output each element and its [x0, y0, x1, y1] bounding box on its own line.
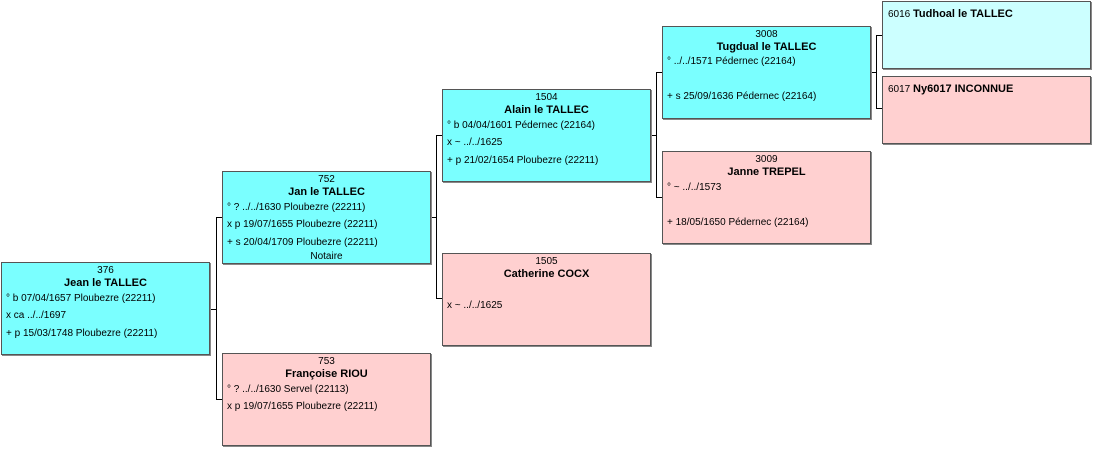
connector-line — [656, 72, 662, 73]
person-name: Ny6017 INCONNUE — [913, 83, 1014, 95]
person-header: 6017 Ny6017 INCONNUE — [888, 83, 1013, 96]
sosa-number: 6017 — [888, 84, 911, 95]
connector-line — [876, 35, 877, 109]
connector-line — [656, 72, 657, 198]
birth-line: ° ? ../../1630 Ploubezre (22211) — [227, 202, 366, 213]
connector-line — [216, 217, 217, 400]
marriage-line: x ~ ../../1625 — [447, 137, 503, 148]
birth-line: ° ../../1571 Pédernec (22164) — [667, 56, 796, 67]
person-card-3008[interactable]: 3008 Tugdual le TALLEC ° ../../1571 Péde… — [662, 26, 871, 119]
sosa-number: 376 — [97, 265, 114, 276]
connector-line — [650, 135, 656, 136]
person-name: Jean le TALLEC — [64, 277, 147, 289]
person-card-3009[interactable]: 3009 Janne TREPEL ° ~ ../../1573 + 18/05… — [662, 151, 871, 244]
connector-line — [430, 217, 436, 218]
marriage-line: x ca ../../1697 — [6, 310, 67, 321]
connector-line — [876, 35, 882, 36]
person-name: Tudhoal le TALLEC — [913, 8, 1013, 20]
death-line: + s 20/04/1709 Ploubezre (22211) — [227, 237, 378, 248]
connector-line — [656, 197, 662, 198]
person-card-1504[interactable]: 1504 Alain le TALLEC ° b 04/04/1601 Péde… — [442, 89, 651, 182]
person-name: Jan le TALLEC — [288, 186, 365, 198]
connector-line — [216, 399, 222, 400]
marriage-line: x p 19/07/1655 Ploubezre (22211) — [227, 401, 378, 412]
death-line: + 18/05/1650 Pédernec (22164) — [667, 217, 809, 228]
connector-line — [210, 309, 216, 310]
person-name: Tugdual le TALLEC — [716, 41, 817, 53]
birth-line: ° b 04/04/1601 Pédernec (22164) — [447, 120, 595, 131]
marriage-line: x ~ ../../1625 — [447, 300, 503, 311]
sosa-number: 3008 — [755, 29, 778, 40]
connector-line — [436, 135, 442, 136]
person-name: Alain le TALLEC — [504, 104, 589, 116]
occupation: Notaire — [310, 251, 343, 262]
death-line: + p 15/03/1748 Ploubezre (22211) — [6, 328, 158, 339]
birth-line: ° ~ ../../1573 — [667, 182, 722, 193]
connector-line — [216, 217, 222, 218]
sosa-number: 3009 — [755, 154, 778, 165]
death-line: + p 21/02/1654 Ploubezre (22211) — [447, 155, 599, 166]
death-line: + s 25/09/1636 Pédernec (22164) — [667, 91, 817, 102]
connector-line — [876, 108, 882, 109]
sosa-number: 752 — [318, 174, 335, 185]
birth-line: ° ? ../../1630 Servel (22113) — [227, 384, 349, 395]
person-card-6017[interactable]: 6017 Ny6017 INCONNUE — [882, 76, 1091, 144]
person-card-753[interactable]: 753 Françoise RIOU ° ? ../../1630 Servel… — [222, 353, 431, 446]
person-card-1505[interactable]: 1505 Catherine COCX x ~ ../../1625 — [442, 253, 651, 346]
person-card-376[interactable]: 376 Jean le TALLEC ° b 07/04/1657 Ploube… — [1, 262, 210, 355]
person-card-6016[interactable]: 6016 Tudhoal le TALLEC — [882, 1, 1091, 69]
birth-line: ° b 07/04/1657 Ploubezre (22211) — [6, 293, 156, 304]
connector-line — [870, 72, 876, 73]
person-name: Catherine COCX — [503, 268, 590, 280]
person-header: 6016 Tudhoal le TALLEC — [888, 8, 1013, 21]
marriage-line: x p 19/07/1655 Ploubezre (22211) — [227, 219, 378, 230]
connector-line — [436, 298, 442, 299]
sosa-number: 6016 — [888, 9, 911, 20]
sosa-number: 1504 — [535, 92, 558, 103]
person-name: Janne TREPEL — [727, 166, 806, 178]
sosa-number: 753 — [318, 356, 335, 367]
connector-line — [436, 135, 437, 299]
sosa-number: 1505 — [535, 256, 558, 267]
person-card-752[interactable]: 752 Jan le TALLEC ° ? ../../1630 Ploubez… — [222, 171, 431, 264]
person-name: Françoise RIOU — [285, 368, 368, 380]
